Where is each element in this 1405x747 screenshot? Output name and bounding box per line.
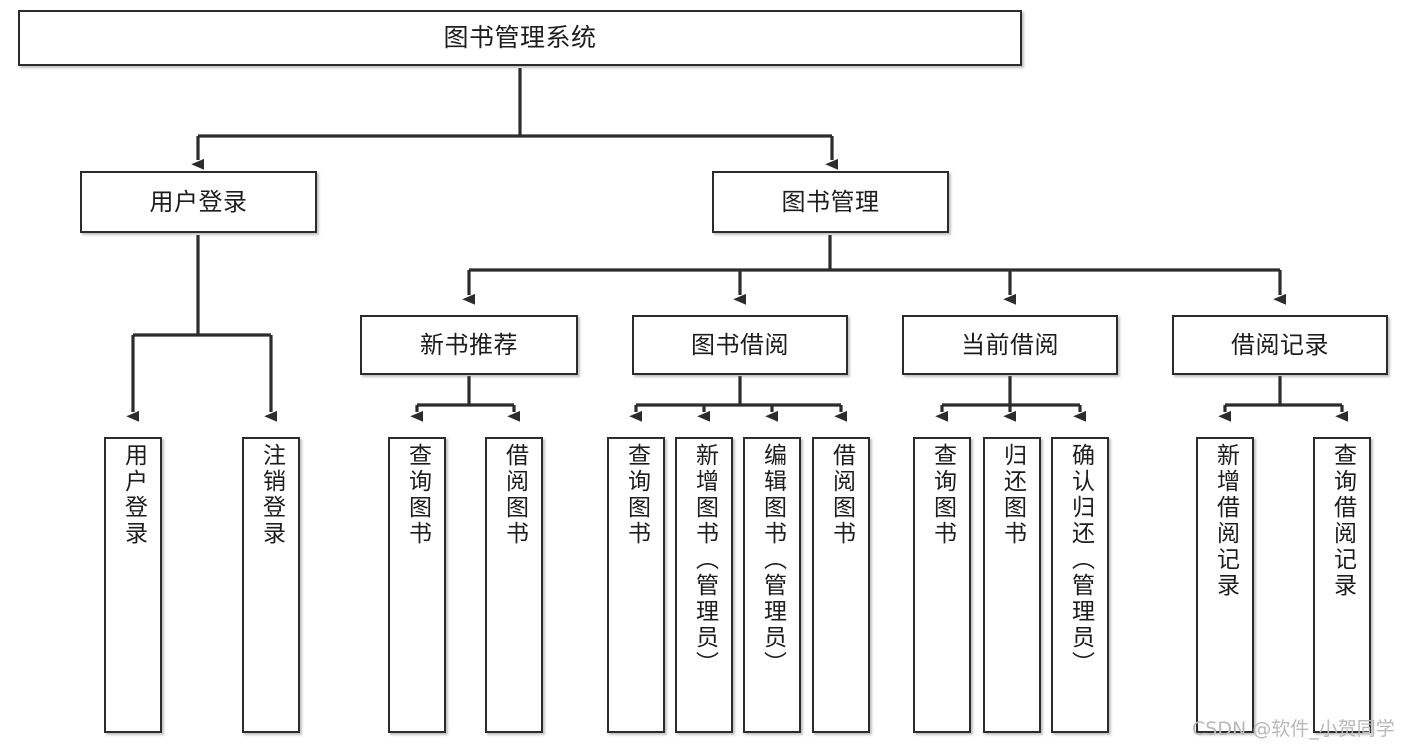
- node-label: 查询图书: [929, 443, 956, 547]
- node-label: 图书管理: [781, 187, 880, 216]
- node-label: 借阅记录: [1231, 330, 1329, 359]
- csdn-watermark: CSDN @软件_小贺同学: [1192, 718, 1395, 740]
- node-label: 用户登录: [120, 443, 147, 547]
- node-label: 借阅图书: [501, 443, 528, 547]
- node-label: 查询图书: [623, 443, 650, 547]
- leaf-add-borrow-record[interactable]: 新增借阅记录: [1196, 437, 1254, 733]
- leaf-return-book[interactable]: 归还图书: [983, 437, 1041, 733]
- leaf-query-book-recommend[interactable]: 查询图书: [388, 437, 446, 733]
- node-label: 编辑图书（管理员）: [759, 443, 786, 677]
- node-user-login[interactable]: 用户登录: [80, 171, 317, 233]
- leaf-edit-book[interactable]: 编辑图书（管理员）: [743, 437, 801, 733]
- node-book-borrow[interactable]: 图书借阅: [632, 315, 848, 375]
- leaf-query-book-borrow[interactable]: 查询图书: [607, 437, 665, 733]
- node-label: 新增借阅记录: [1212, 443, 1239, 599]
- leaf-query-borrow-record[interactable]: 查询借阅记录: [1313, 437, 1371, 733]
- node-label: 新增图书（管理员）: [691, 443, 718, 677]
- node-label: 借阅图书: [828, 443, 855, 547]
- node-label: 注销登录: [258, 443, 285, 547]
- node-label: 查询借阅记录: [1329, 443, 1356, 599]
- node-root-system[interactable]: 图书管理系统: [18, 10, 1022, 66]
- node-book-management[interactable]: 图书管理: [712, 171, 949, 233]
- leaf-user-login[interactable]: 用户登录: [104, 437, 162, 733]
- node-new-book-recommend[interactable]: 新书推荐: [360, 315, 578, 375]
- node-label: 当前借阅: [961, 330, 1059, 359]
- leaf-add-book[interactable]: 新增图书（管理员）: [675, 437, 733, 733]
- leaf-confirm-return[interactable]: 确认归还（管理员）: [1051, 437, 1109, 733]
- leaf-borrow-book-recommend[interactable]: 借阅图书: [485, 437, 543, 733]
- leaf-borrow-book[interactable]: 借阅图书: [812, 437, 870, 733]
- node-borrow-record[interactable]: 借阅记录: [1172, 315, 1388, 375]
- node-label: 归还图书: [999, 443, 1026, 547]
- node-label: 查询图书: [404, 443, 431, 547]
- node-label: 图书借阅: [691, 330, 789, 359]
- leaf-query-book-current[interactable]: 查询图书: [913, 437, 971, 733]
- node-current-borrow[interactable]: 当前借阅: [902, 315, 1118, 375]
- node-label: 确认归还（管理员）: [1067, 443, 1094, 677]
- node-label: 图书管理系统: [443, 23, 597, 53]
- node-label: 用户登录: [149, 187, 248, 216]
- node-label: 新书推荐: [420, 330, 518, 359]
- leaf-logout-login[interactable]: 注销登录: [242, 437, 300, 733]
